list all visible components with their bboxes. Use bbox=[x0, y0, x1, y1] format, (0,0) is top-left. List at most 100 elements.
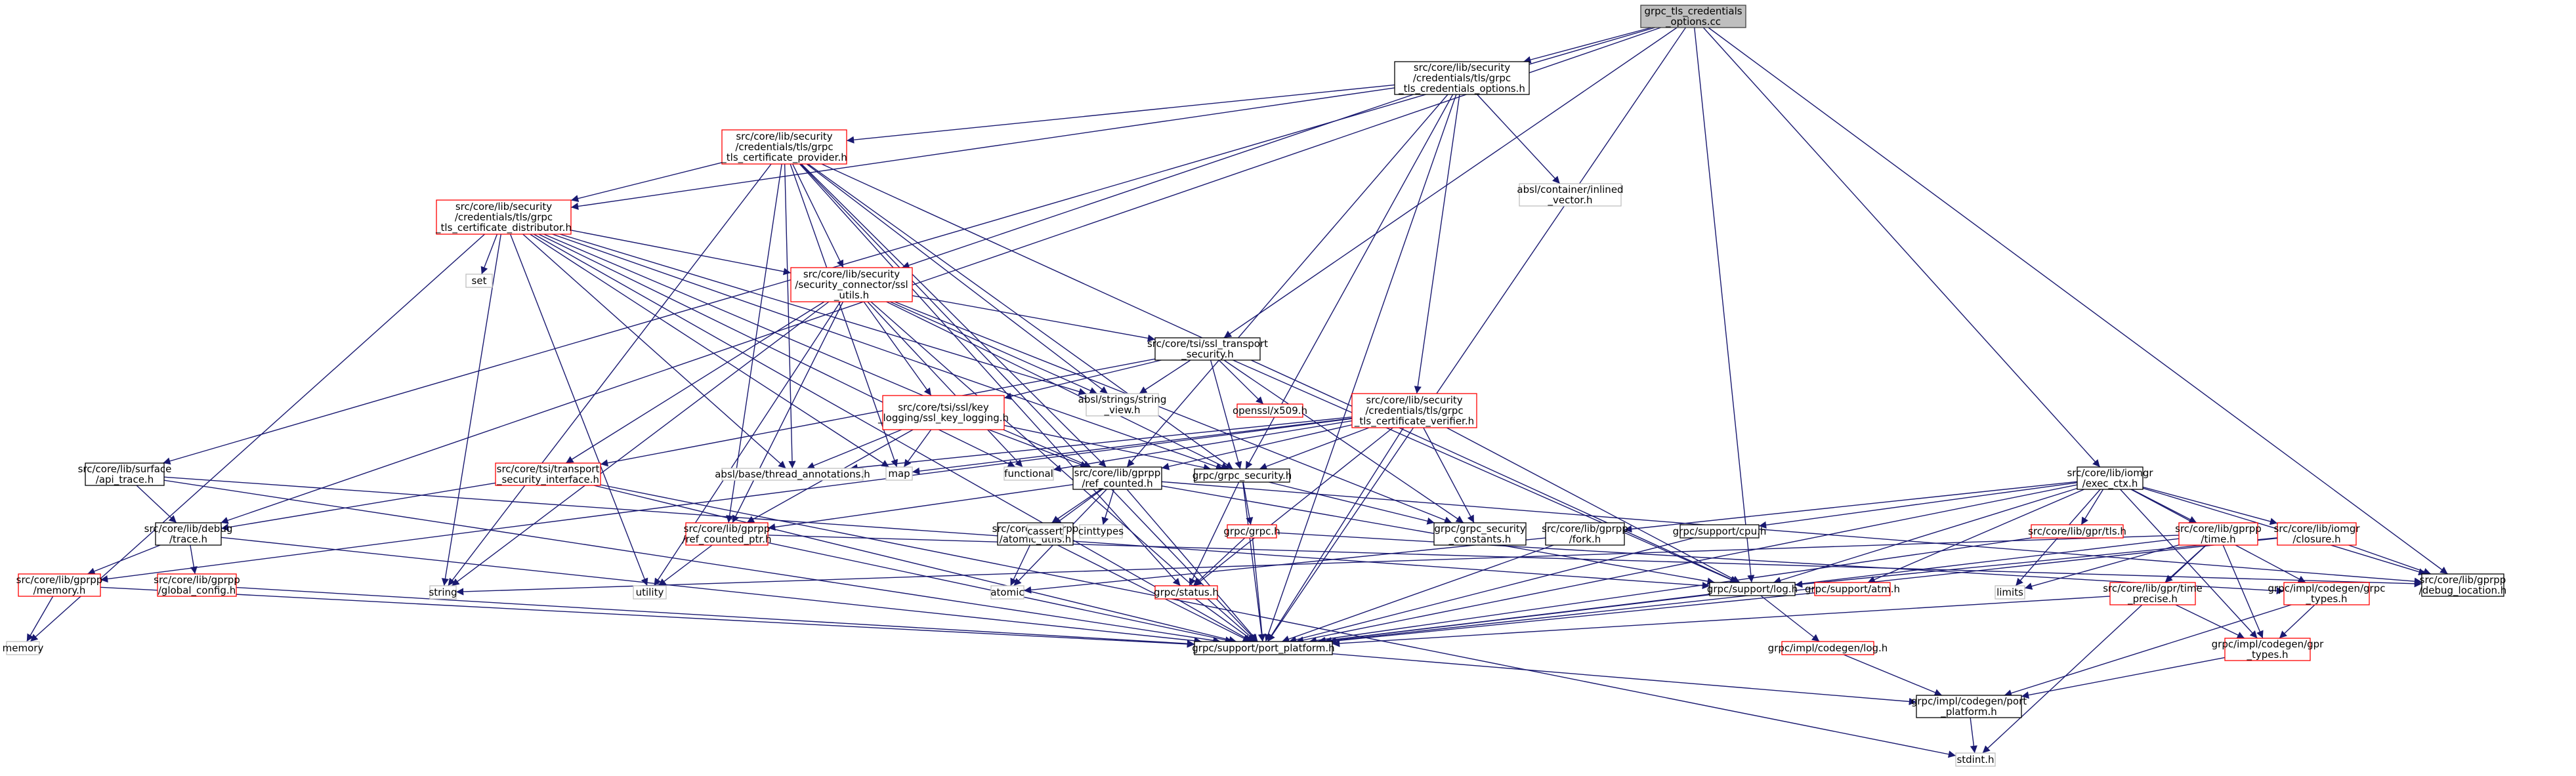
node-log-h[interactable]: grpc/support/log.h bbox=[1707, 582, 1798, 596]
node-exec-ctx[interactable]: src/core/lib/iomgr/exec_ctx.h bbox=[2067, 466, 2153, 490]
node-box bbox=[882, 395, 1005, 430]
node-codegen-gpr-types[interactable]: grpc/impl/codegen/gpr_types.h bbox=[2212, 638, 2325, 661]
node-transport-iface[interactable]: src/core/tsi/transport_security_interfac… bbox=[495, 462, 601, 486]
node-label-line: _logging/ssl_key_logging.h bbox=[877, 412, 1009, 424]
edge-exec_ctx-to-fork_h bbox=[1624, 481, 2078, 533]
node-cinttypes[interactable]: cinttypes bbox=[1078, 524, 1124, 539]
node-debug-location[interactable]: src/core/lib/gprpp/debug_location.h bbox=[2419, 573, 2507, 597]
node-box bbox=[429, 585, 457, 600]
node-opts-h[interactable]: src/core/lib/security/credentials/tls/gr… bbox=[1394, 61, 1530, 95]
edge-ref_counted-to-cassert bbox=[1053, 489, 1103, 525]
node-thread-annot[interactable]: absl/base/thread_annotations.h bbox=[715, 468, 870, 481]
node-label-line: /fork.h bbox=[1569, 533, 1601, 545]
edge-ssl_key_logging-to-ref_counted bbox=[988, 429, 1088, 468]
edge-verifier_h-to-sec_constants bbox=[1423, 427, 1475, 523]
node-openssl[interactable]: openssl/x509.h bbox=[1233, 403, 1307, 418]
node-map[interactable]: map bbox=[885, 466, 913, 481]
edge-provider_h-to-ref_counted bbox=[801, 163, 1107, 468]
node-tls-h[interactable]: src/core/lib/gpr/tls.h bbox=[2028, 524, 2126, 539]
edge-distributor_h-to-grpc_security bbox=[552, 234, 1224, 470]
node-box bbox=[1955, 752, 1996, 767]
node-label-line: grpc/impl/codegen/log.h bbox=[1768, 642, 1888, 654]
node-closure-h[interactable]: src/core/lib/iomgr/closure.h bbox=[2273, 522, 2360, 546]
edge-ssl_transport-to-transport_iface bbox=[600, 358, 1156, 467]
edge-distributor_h-to-ssl_utils bbox=[570, 230, 792, 276]
dependency-edges bbox=[26, 27, 2448, 758]
node-box bbox=[1394, 61, 1530, 95]
edge-provider_h-to-string bbox=[448, 163, 772, 586]
node-stdint[interactable]: stdint.h bbox=[1955, 752, 1996, 767]
node-global-config[interactable]: src/core/lib/gprpp/global_config.h bbox=[154, 573, 240, 597]
node-time-h[interactable]: src/core/lib/gprpp/time.h bbox=[2175, 522, 2262, 546]
edge-opts_h-to-distributor_h bbox=[570, 87, 1395, 211]
node-cassert[interactable]: cassert bbox=[1026, 524, 1064, 539]
node-memory[interactable]: memory bbox=[3, 641, 44, 655]
node-grpc-h[interactable]: grpc/grpc.h bbox=[1223, 524, 1280, 539]
node-label-line: _options.cc bbox=[1665, 16, 1721, 28]
edge-opts_h-to-inlined_vector bbox=[1477, 94, 1561, 184]
node-label-line: src/core/tsi/transport bbox=[497, 463, 600, 475]
node-codegen-port-platform[interactable]: grpc/impl/codegen/port_platform.h bbox=[1911, 695, 2027, 718]
node-verifier-h[interactable]: src/core/lib/security/credentials/tls/gr… bbox=[1351, 393, 1477, 428]
node-label-line: /credentials/tls/grpc bbox=[735, 141, 833, 153]
node-ref-counted-ptr[interactable]: src/core/lib/gprpp/ref_counted_ptr.h bbox=[683, 522, 772, 546]
node-codegen-grpc-types[interactable]: grpc/impl/codegen/grpc_types.h bbox=[2268, 582, 2386, 605]
node-status-h[interactable]: grpc/status.h bbox=[1154, 585, 1219, 600]
node-box bbox=[155, 522, 222, 546]
edge-ssl_utils-to-ssl_transport bbox=[912, 295, 1156, 342]
node-grpc-security[interactable]: grpc/grpc_security.h bbox=[1193, 468, 1292, 483]
node-label-line: _tls_credentials_options.h bbox=[1398, 83, 1525, 95]
edge-transport_iface-to-debug_trace bbox=[221, 482, 496, 531]
node-label-line: /global_config.h bbox=[158, 584, 236, 597]
node-set[interactable]: set bbox=[465, 274, 493, 288]
node-ssl-utils[interactable]: src/core/lib/security/security_connector… bbox=[790, 267, 913, 302]
node-atomic[interactable]: atomic bbox=[990, 585, 1024, 600]
node-box bbox=[2031, 524, 2124, 539]
node-label-line: grpc/impl/codegen/port bbox=[1911, 695, 2027, 707]
node-functional[interactable]: functional bbox=[1003, 466, 1054, 481]
node-memory-h[interactable]: src/core/lib/gprpp/memory.h bbox=[16, 573, 103, 597]
edge-time_precise-to-codegen_gpr_types bbox=[2175, 604, 2245, 639]
node-distributor-h[interactable]: src/core/lib/security/credentials/tls/gr… bbox=[435, 199, 572, 235]
node-box bbox=[1227, 524, 1277, 539]
node-label-line: /ref_counted_ptr.h bbox=[683, 533, 772, 546]
edge-codegen_grpc_types-to-codegen_gpr_types bbox=[2279, 604, 2315, 639]
edge-provider_h-to-grpc_security bbox=[807, 163, 1233, 470]
node-label-line: _tls_certificate_verifier.h bbox=[1354, 415, 1474, 428]
node-atm-h[interactable]: grpc/support/atm.h bbox=[1805, 582, 1900, 596]
edge-verifier_h-to-thread_annot bbox=[850, 417, 1353, 472]
edge-exec_ctx-to-closure_h bbox=[2142, 486, 2278, 525]
node-codegen-log[interactable]: grpc/impl/codegen/log.h bbox=[1768, 641, 1888, 655]
edge-ref_counted-to-cinttypes bbox=[1101, 489, 1114, 525]
edge-api_trace-to-port_platform bbox=[163, 480, 1221, 644]
node-port-platform[interactable]: grpc/support/port_platform.h bbox=[1192, 641, 1335, 655]
node-label-line: /exec_ctx.h bbox=[2082, 478, 2138, 490]
node-ref-counted[interactable]: src/core/lib/gprpp/ref_counted.h bbox=[1072, 466, 1162, 490]
node-root[interactable]: grpc_tls_credentials_options.cc bbox=[1640, 5, 1746, 28]
node-api-trace[interactable]: src/core/lib/surface/api_trace.h bbox=[78, 462, 172, 486]
node-sec-constants[interactable]: grpc/grpc_security_constants.h bbox=[1433, 522, 1527, 546]
node-time-precise[interactable]: src/core/lib/gpr/time_precise.h bbox=[2103, 582, 2203, 605]
node-string[interactable]: string bbox=[429, 585, 457, 600]
node-string-view[interactable]: absl/strings/string_view.h bbox=[1078, 393, 1167, 417]
edge-verifier_h-to-status_h bbox=[1194, 427, 1393, 586]
node-utility[interactable]: utility bbox=[633, 585, 667, 600]
node-label-line: grpc/grpc.h bbox=[1223, 525, 1280, 537]
node-inlined-vector[interactable]: absl/container/inlined_vector.h bbox=[1517, 183, 1624, 207]
node-label-line: limits bbox=[1996, 586, 2023, 598]
edge-root-to-ssl_transport bbox=[1223, 27, 1678, 338]
edge-time_h-to-limits bbox=[2024, 544, 2180, 590]
edge-distributor_h-to-map bbox=[530, 234, 889, 468]
edge-grpc_h-to-port_platform bbox=[1252, 537, 1266, 642]
edge-ssl_utils-to-functional bbox=[867, 301, 1023, 468]
node-ssl-key-logging[interactable]: src/core/tsi/ssl/key_logging/ssl_key_log… bbox=[877, 395, 1009, 430]
node-label-line: src/core/lib/gprpp bbox=[2175, 523, 2262, 535]
node-fork-h[interactable]: src/core/lib/gprpp/fork.h bbox=[1542, 522, 1628, 546]
node-box bbox=[2421, 573, 2504, 597]
node-cpu-h[interactable]: grpc/support/cpu.h bbox=[1673, 524, 1767, 539]
node-debug-trace[interactable]: src/core/lib/debug/trace.h bbox=[144, 522, 233, 546]
node-limits[interactable]: limits bbox=[1995, 585, 2025, 600]
node-provider-h[interactable]: src/core/lib/security/credentials/tls/gr… bbox=[721, 129, 847, 165]
node-label-line: src/core/lib/iomgr bbox=[2273, 523, 2360, 535]
node-ssl-transport[interactable]: src/core/tsi/ssl_transport_security.h bbox=[1147, 337, 1268, 361]
